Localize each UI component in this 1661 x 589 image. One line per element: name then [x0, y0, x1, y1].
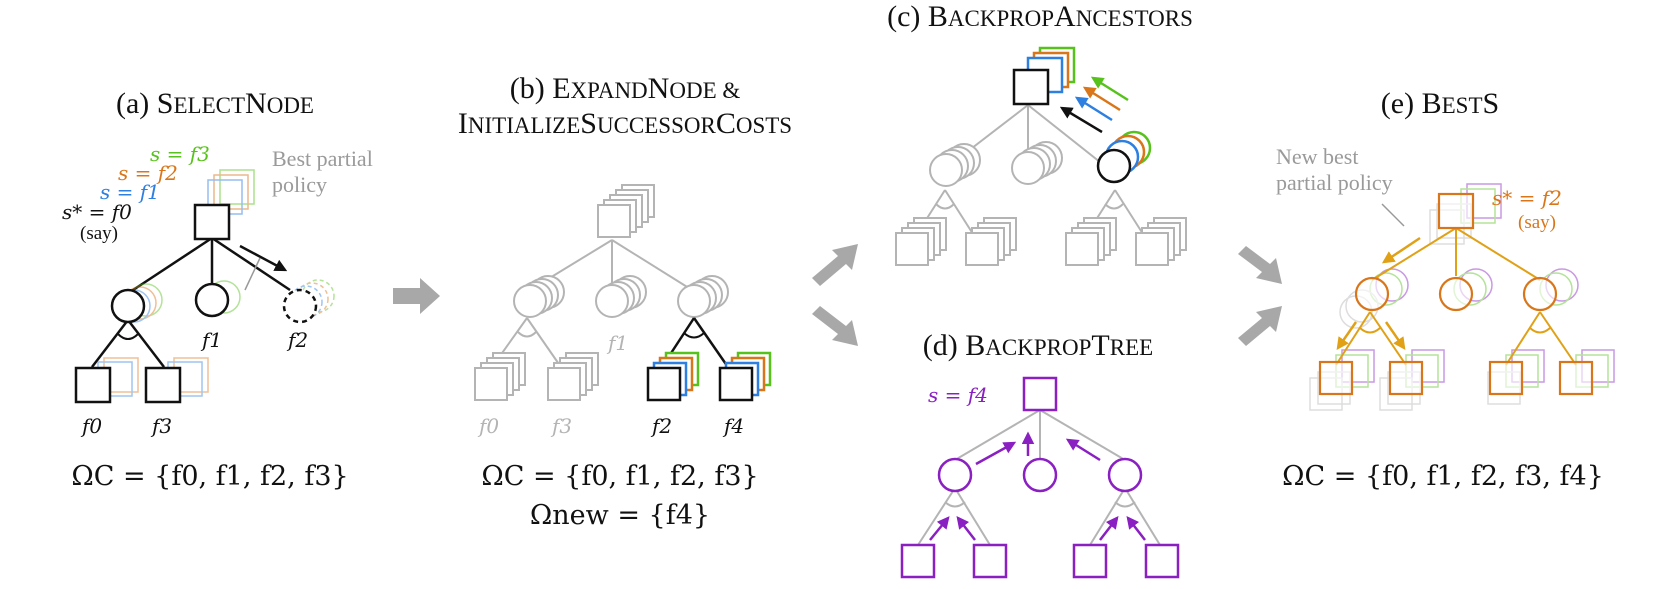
chance-node-2 — [194, 282, 230, 318]
new-leaf-stacks — [646, 351, 772, 402]
root-node — [193, 203, 231, 241]
new-best-line1: New best — [1276, 144, 1358, 169]
omega-c-b: ΩC = {f0, f1, f2, f3} — [481, 461, 758, 492]
purple-tree-nodes — [900, 376, 1180, 579]
omega-c-e: ΩC = {f0, f1, f2, f3, f4} — [1282, 461, 1604, 492]
panel-b: (b) EXPANDNODE & INITIALIZESUCCESSORCOST… — [458, 72, 792, 531]
panel-d-gray-edges — [917, 409, 1161, 546]
callout-line-e — [1381, 203, 1405, 227]
leaf-label-b-f3: f3 — [550, 414, 572, 438]
tree-backprop-arrows — [929, 431, 1146, 541]
and-arc-d-left — [944, 501, 966, 508]
best-partial-policy-line2: policy — [272, 172, 327, 197]
leaf-f4-new — [718, 366, 754, 402]
chance-node-1 — [110, 288, 146, 324]
label-s-f2: s = f2 — [118, 161, 178, 185]
flow-arrow-a-b — [393, 278, 440, 314]
label-s-f4: s = f4 — [928, 383, 988, 407]
ancestor-circle-node — [1096, 148, 1132, 184]
panel-c-gray-tree — [895, 104, 1187, 266]
panel-d-title: (d) BACKPROPTREE — [923, 329, 1153, 362]
leaf-label-b-f2: f2 — [650, 414, 672, 438]
callout-line — [244, 257, 261, 291]
label-s-f1: s = f1 — [100, 180, 160, 204]
omega-new-b: Ωnew = {f4} — [530, 500, 710, 531]
leaf-f2-new — [646, 366, 682, 402]
leaf-label-b-f0: f0 — [477, 414, 499, 438]
and-arc-e-right — [1529, 327, 1551, 334]
best-partial-policy-line1: Best partial — [272, 146, 373, 171]
panel-b-title-line1: (b) EXPANDNODE & — [510, 72, 741, 105]
flow-arrows-cd-e — [1238, 246, 1282, 346]
backprop-arrows — [1059, 76, 1129, 134]
chance-node-3-dashed — [282, 288, 318, 324]
and-arc-c-right — [1104, 203, 1124, 210]
leaf-label-f1: f1 — [200, 328, 222, 352]
label-s-star-e: s* = f2 — [1492, 186, 1562, 210]
new-best-line2: partial policy — [1276, 170, 1393, 195]
omega-c-a: ΩC = {f0, f1, f2, f3} — [71, 461, 348, 492]
panel-c: (c) BACKPROPANCESTORS — [887, 0, 1193, 266]
and-arc-e-left — [1359, 327, 1381, 334]
panel-b-title-line2: INITIALIZESUCCESSORCOSTS — [458, 107, 792, 140]
leaf-label-b-f4: f4 — [722, 414, 744, 438]
and-arc-black — [683, 332, 705, 339]
and-arc-gray — [517, 331, 537, 338]
panel-c-title: (c) BACKPROPANCESTORS — [887, 0, 1193, 33]
flow-arrows-b-cd — [812, 244, 858, 346]
label-s-f3: s = f3 — [150, 142, 210, 166]
tree-root-node — [1022, 376, 1058, 412]
leaf-f0 — [74, 366, 112, 404]
label-say-e: (say) — [1518, 212, 1556, 233]
leaf-label-f0: f0 — [80, 414, 102, 438]
label-say: (say) — [80, 223, 118, 244]
e-root-node — [1437, 192, 1475, 230]
ancestor-circle-stack — [1096, 130, 1152, 184]
and-arc-d-right — [1114, 501, 1136, 508]
label-s-star: s* = f0 — [62, 200, 132, 224]
leaf-label-f3: f3 — [150, 414, 172, 438]
panel-e-edges — [1335, 227, 1577, 366]
panel-d: (d) BACKPROPTREE — [900, 329, 1180, 579]
panel-e: (e) BESTS — [1276, 87, 1615, 492]
panel-a-title: (a) SELECTNODE — [116, 87, 314, 120]
panel-a: (a) SELECTNODE — [62, 87, 373, 492]
ancestor-root-stack — [1012, 46, 1076, 106]
ancestor-root-node — [1012, 68, 1050, 106]
panel-b-gray-tree — [474, 184, 729, 401]
and-arc-c-left — [935, 203, 955, 210]
best-policy-arrow — [239, 244, 288, 272]
leaf-f3 — [144, 366, 182, 404]
leaf-label-f2: f2 — [286, 328, 308, 352]
panel-e-title: (e) BESTS — [1381, 87, 1499, 120]
panel-a-edges — [91, 236, 291, 368]
leaf-label-b-f1: f1 — [606, 331, 628, 355]
panel-e-orange-nodes — [1318, 192, 1594, 396]
and-arc — [117, 333, 139, 340]
best-policy-arrows — [1336, 236, 1421, 351]
